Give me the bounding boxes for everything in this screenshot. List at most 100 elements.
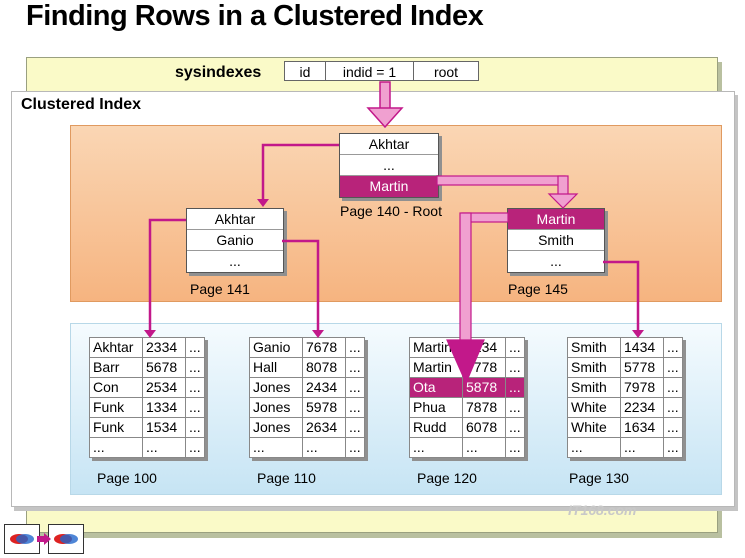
leaf-key-cell: ...: [409, 437, 463, 458]
slide-thumbnail-icon[interactable]: [4, 524, 40, 554]
leaf-ellipsis-cell: ...: [663, 437, 683, 458]
leaf-key-cell: Martin: [409, 337, 463, 358]
leaf-key-cell: ...: [567, 437, 621, 458]
root-row-highlighted: Martin: [340, 176, 438, 197]
leaf-ellipsis-cell: ...: [185, 357, 205, 378]
leaf-value-cell: 1334: [142, 397, 186, 418]
page-120-label: Page 120: [417, 470, 477, 486]
root-page-label: Page 140 - Root: [340, 203, 442, 219]
leaf-key-cell: Hall: [249, 357, 303, 378]
leaf-value-cell: 2234: [620, 397, 664, 418]
leaf-value-cell: 1434: [620, 337, 664, 358]
leaf-row: .........: [567, 437, 683, 458]
leaf-key-cell: Smith: [567, 337, 621, 358]
leaf-ellipsis-cell: ...: [505, 337, 525, 358]
intermediate-node-141: Akhtar Ganio ...: [186, 208, 284, 273]
leaf-ellipsis-cell: ...: [345, 397, 365, 418]
leaf-key-cell: Barr: [89, 357, 143, 378]
leaf-key-cell: Jones: [249, 397, 303, 418]
page-100-label: Page 100: [97, 470, 157, 486]
leaf-value-cell: 1234: [462, 337, 506, 358]
leaf-value-cell: 2434: [302, 377, 346, 398]
leaf-ellipsis-cell: ...: [185, 377, 205, 398]
intermediate-row: ...: [229, 253, 241, 269]
root-row: Akhtar: [340, 134, 438, 155]
leaf-value-cell: ...: [302, 437, 346, 458]
sysindexes-id-cell: id: [284, 61, 326, 81]
leaf-ellipsis-cell: ...: [663, 377, 683, 398]
leaf-value-cell: 2634: [302, 417, 346, 438]
leaf-ellipsis-cell: ...: [185, 337, 205, 358]
leaf-key-cell: Ota: [409, 377, 463, 398]
leaf-key-cell: White: [567, 417, 621, 438]
leaf-value-cell: 5678: [142, 357, 186, 378]
leaf-key-cell: ...: [89, 437, 143, 458]
leaf-row: .........: [89, 437, 205, 458]
sysindexes-indid-cell: indid = 1: [325, 61, 414, 81]
leaf-ellipsis-cell: ...: [505, 377, 525, 398]
leaf-ellipsis-cell: ...: [345, 377, 365, 398]
sysindexes-root-cell: root: [413, 61, 479, 81]
slide-thumbnail-icon[interactable]: [48, 524, 84, 554]
clustered-index-title: Clustered Index: [21, 96, 142, 113]
intermediate-row: Smith: [508, 230, 604, 251]
page-141-label: Page 141: [190, 281, 250, 297]
root-row: ...: [340, 155, 438, 176]
leaf-ellipsis-cell: ...: [505, 397, 525, 418]
leaf-key-cell: Martin: [409, 357, 463, 378]
leaf-value-cell: 7978: [620, 377, 664, 398]
leaf-key-cell: Rudd: [409, 417, 463, 438]
leaf-value-cell: 7778: [462, 357, 506, 378]
thumbnail-shapes-icon: [10, 534, 34, 544]
page-title: Finding Rows in a Clustered Index: [26, 0, 484, 32]
intermediate-row: Ganio: [187, 230, 283, 251]
leaf-value-cell: 7878: [462, 397, 506, 418]
leaf-value-cell: ...: [142, 437, 186, 458]
thumbnail-shapes-icon: [54, 534, 78, 544]
leaf-value-cell: 5878: [462, 377, 506, 398]
root-node: Akhtar ... Martin: [339, 133, 439, 198]
leaf-value-cell: 1634: [620, 417, 664, 438]
sysindexes-label: sysindexes: [175, 64, 262, 81]
arrow-right-icon: [37, 533, 51, 545]
leaf-value-cell: 1534: [142, 417, 186, 438]
leaf-value-cell: 6078: [462, 417, 506, 438]
leaf-value-cell: 2334: [142, 337, 186, 358]
leaf-ellipsis-cell: ...: [663, 397, 683, 418]
leaf-ellipsis-cell: ...: [663, 417, 683, 438]
page-145-label: Page 145: [508, 281, 568, 297]
leaf-value-cell: 5778: [620, 357, 664, 378]
leaf-key-cell: Jones: [249, 377, 303, 398]
leaf-value-cell: ...: [462, 437, 506, 458]
leaf-ellipsis-cell: ...: [505, 357, 525, 378]
leaf-ellipsis-cell: ...: [505, 437, 525, 458]
leaf-ellipsis-cell: ...: [663, 337, 683, 358]
leaf-key-cell: Funk: [89, 397, 143, 418]
leaf-key-cell: Smith: [567, 377, 621, 398]
leaf-ellipsis-cell: ...: [345, 417, 365, 438]
leaf-ellipsis-cell: ...: [345, 357, 365, 378]
intermediate-node-145: Martin Smith ...: [507, 208, 605, 273]
leaf-ellipsis-cell: ...: [345, 337, 365, 358]
leaf-ellipsis-cell: ...: [505, 417, 525, 438]
intermediate-row-highlighted: Martin: [508, 209, 604, 230]
leaf-key-cell: White: [567, 397, 621, 418]
leaf-value-cell: 5978: [302, 397, 346, 418]
intermediate-row: Akhtar: [187, 209, 283, 230]
leaf-key-cell: Akhtar: [89, 337, 143, 358]
